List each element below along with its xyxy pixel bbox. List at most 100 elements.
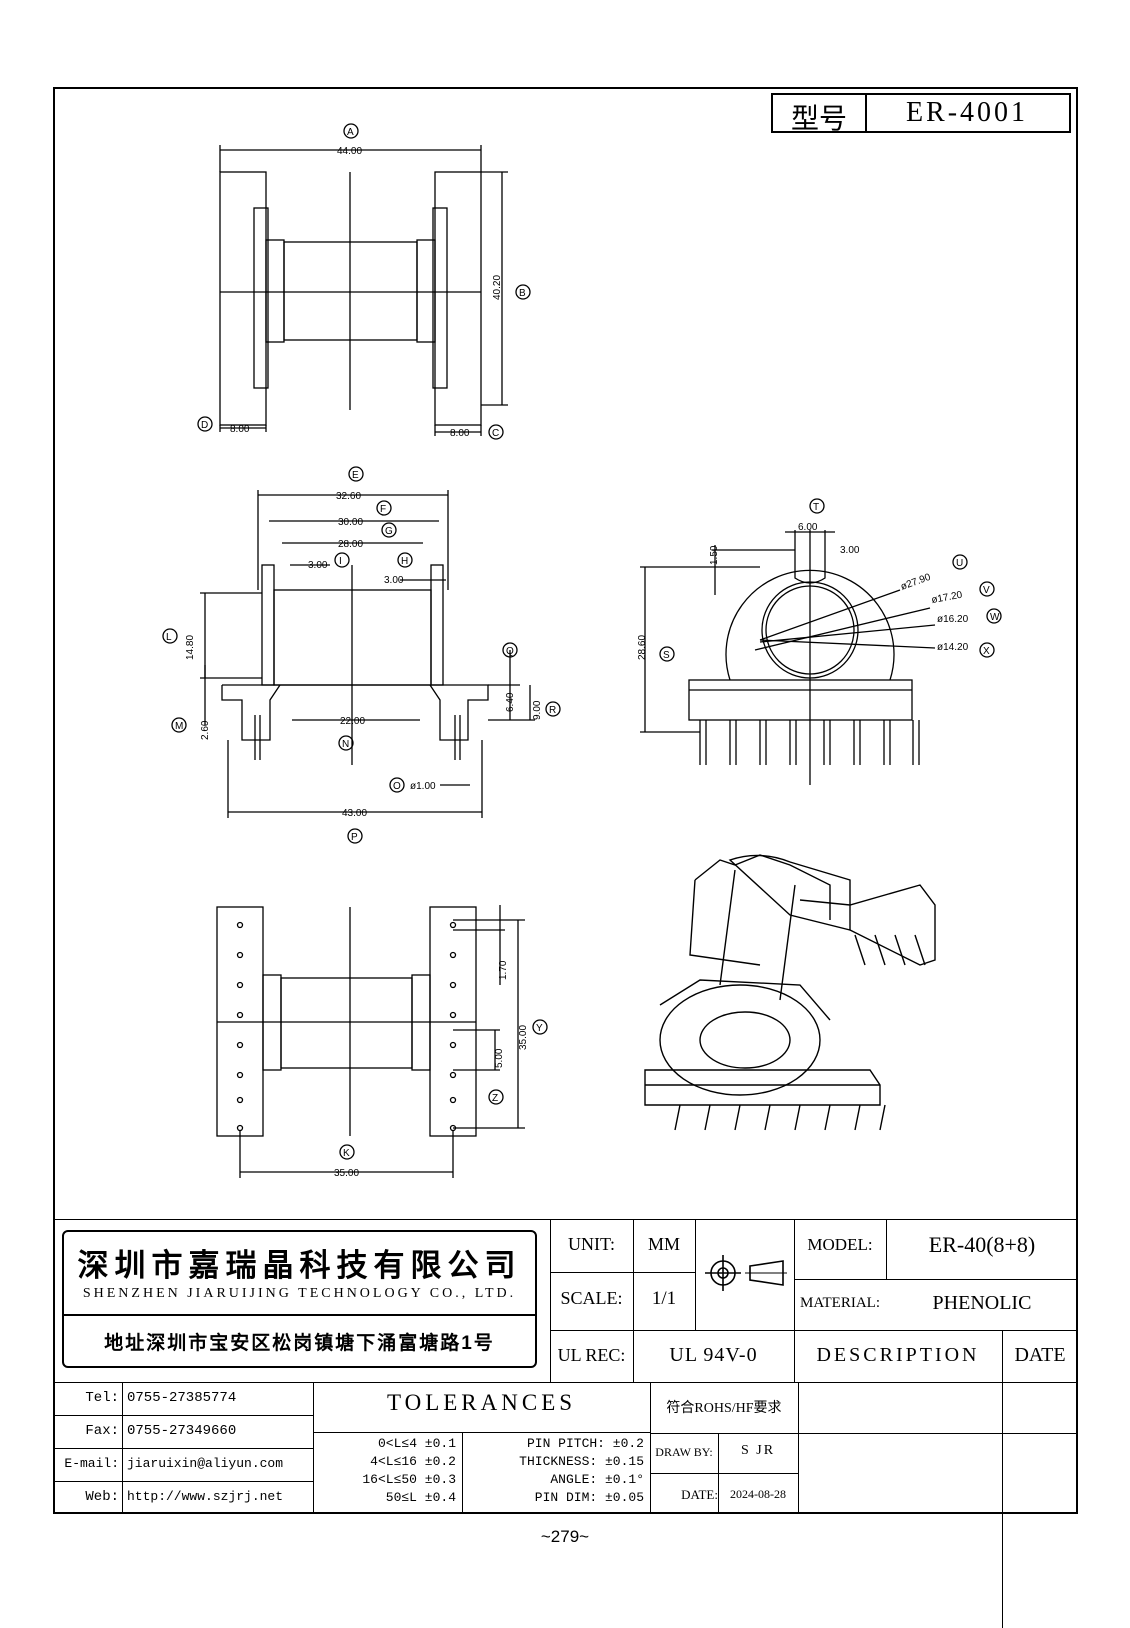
pin-holes-right — [449, 921, 457, 1132]
tolerances-right-divider — [650, 1382, 651, 1514]
svg-text:B: B — [519, 288, 526, 299]
scale-label: SCALE: — [560, 1288, 623, 1308]
tol-other-2: THICKNESS: ±0.15 — [519, 1454, 644, 1469]
spec-rule-1 — [550, 1272, 695, 1273]
contact-rule-3 — [53, 1481, 313, 1482]
svg-text:P: P — [351, 832, 358, 843]
dim-b: 40.20 — [492, 275, 503, 300]
date-label: DATE: — [681, 1487, 718, 1502]
dim-d: 8.00 — [230, 424, 250, 435]
dim-z: 5.00 — [494, 1048, 505, 1068]
company-name-cn: 深圳市嘉瑞晶科技有限公司 — [77, 1248, 522, 1283]
tol-other-4: PIN DIM: ±0.05 — [534, 1490, 644, 1505]
svg-text:U: U — [956, 558, 963, 569]
contact-divider — [313, 1382, 314, 1514]
svg-text:L: L — [166, 632, 172, 643]
model-label: MODEL: — [807, 1235, 873, 1254]
svg-text:O: O — [393, 781, 401, 792]
svg-text:Q: Q — [506, 646, 514, 657]
svg-text:F: F — [380, 504, 386, 515]
company-box: 深圳市嘉瑞晶科技有限公司 SHENZHEN JIARUIJING TECHNOL… — [62, 1230, 537, 1368]
spec-divider-date — [1002, 1330, 1003, 1628]
company-address: 地址深圳市宝安区松岗镇塘下涌富塘路1号 — [104, 1333, 495, 1354]
email-value: jiaruixin@aliyun.com — [127, 1456, 284, 1471]
svg-text:A: A — [347, 127, 354, 138]
company-name-en: SHENZHEN JIARUIJING TECHNOLOGY CO., LTD. — [82, 1286, 517, 1301]
dim-e: 32.60 — [336, 491, 361, 502]
contact-rule-2 — [53, 1448, 313, 1449]
contact-rule-1 — [53, 1415, 313, 1416]
draw-by-label: DRAW BY: — [655, 1445, 713, 1459]
svg-text:C: C — [492, 428, 499, 439]
spec-divider-1 — [633, 1219, 634, 1382]
spec-rule-3 — [550, 1330, 1078, 1331]
drawing-frame — [53, 87, 1078, 1514]
dim-q: 6.40 — [505, 692, 516, 712]
svg-text:E: E — [352, 470, 359, 481]
tol-other-3: ANGLE: ±0.1° — [550, 1472, 644, 1487]
dim-c: 8.00 — [450, 428, 470, 439]
tolerances-title: TOLERANCES — [386, 1390, 577, 1415]
model-value: ER-40(8+8) — [928, 1232, 1036, 1257]
dim-f: 30.00 — [338, 517, 363, 528]
spec-divider-3 — [794, 1219, 795, 1330]
svg-text:X: X — [983, 646, 990, 657]
company-box-divider — [64, 1314, 535, 1316]
tel-value: 0755-27385774 — [127, 1390, 237, 1406]
tol-range-2: 4<L≤16 ±0.2 — [370, 1454, 456, 1469]
web-label: Web: — [85, 1489, 119, 1505]
dim-s: 28.60 — [637, 635, 648, 660]
date-header: DATE — [1014, 1344, 1066, 1366]
lower-block-top-rule — [53, 1382, 1078, 1383]
rohs-rule — [650, 1433, 1078, 1434]
dim-t: 6.00 — [798, 522, 818, 533]
tel-label: Tel: — [85, 1390, 119, 1406]
dim-x: ø14.20 — [937, 642, 969, 653]
spec-rule-2 — [794, 1279, 1078, 1280]
draw-by-value: S JR — [740, 1443, 776, 1458]
projection-symbol-icon — [705, 1255, 787, 1291]
svg-text:G: G — [385, 526, 393, 537]
dim-v: ø17.20 — [931, 590, 964, 606]
rohs-note: 符合ROHS/HF要求 — [666, 1401, 782, 1416]
fax-value: 0755-27349660 — [127, 1423, 237, 1439]
svg-text:H: H — [401, 556, 408, 567]
dim-m: 2.60 — [200, 720, 211, 740]
dim-p: 43.00 — [342, 808, 367, 819]
dim-w: ø16.20 — [937, 614, 969, 625]
model-box-label: 型号 — [790, 104, 847, 135]
svg-text:Y: Y — [536, 1023, 543, 1034]
svg-text:W: W — [990, 612, 1000, 623]
svg-text:I: I — [339, 556, 342, 567]
dim-n: 22.00 — [340, 716, 365, 727]
email-label: E-mail: — [64, 1456, 119, 1471]
dim-t2: 3.00 — [840, 545, 860, 556]
dim-y2: 1.70 — [498, 960, 509, 980]
svg-text:R: R — [549, 705, 556, 716]
svg-text:N: N — [342, 739, 349, 750]
svg-text:D: D — [201, 420, 208, 431]
dim-l: 14.80 — [185, 635, 196, 660]
dim-a: 44.00 — [337, 146, 362, 157]
material-label: MATERIAL: — [800, 1295, 880, 1311]
page-number: ~279~ — [540, 1527, 590, 1546]
dim-i: 3.00 — [308, 560, 328, 571]
spec-divider-2 — [695, 1219, 696, 1330]
technical-drawing: A B D C 44.00 40.20 8.00 8.00 — [162, 123, 1002, 1179]
dim-o: ø1.00 — [410, 781, 436, 792]
scale-value: 1/1 — [651, 1288, 677, 1309]
pin-holes-left — [236, 921, 244, 1132]
spec-divider-4 — [886, 1219, 887, 1279]
model-box: 型号 ER-4001 — [771, 93, 1071, 135]
draw-rule — [650, 1473, 798, 1474]
svg-text:Z: Z — [492, 1093, 498, 1104]
material-value: PHENOLIC — [932, 1292, 1032, 1314]
web-value: http://www.szjrj.net — [127, 1489, 284, 1504]
ul-value: UL 94V-0 — [669, 1344, 758, 1366]
tolerances-rule — [313, 1432, 650, 1433]
dim-y: 35.00 — [518, 1025, 529, 1050]
desc-divider — [794, 1330, 795, 1382]
model-box-value: ER-4001 — [905, 97, 1029, 128]
dim-g: 28.00 — [338, 539, 363, 550]
side-view — [640, 498, 1002, 785]
